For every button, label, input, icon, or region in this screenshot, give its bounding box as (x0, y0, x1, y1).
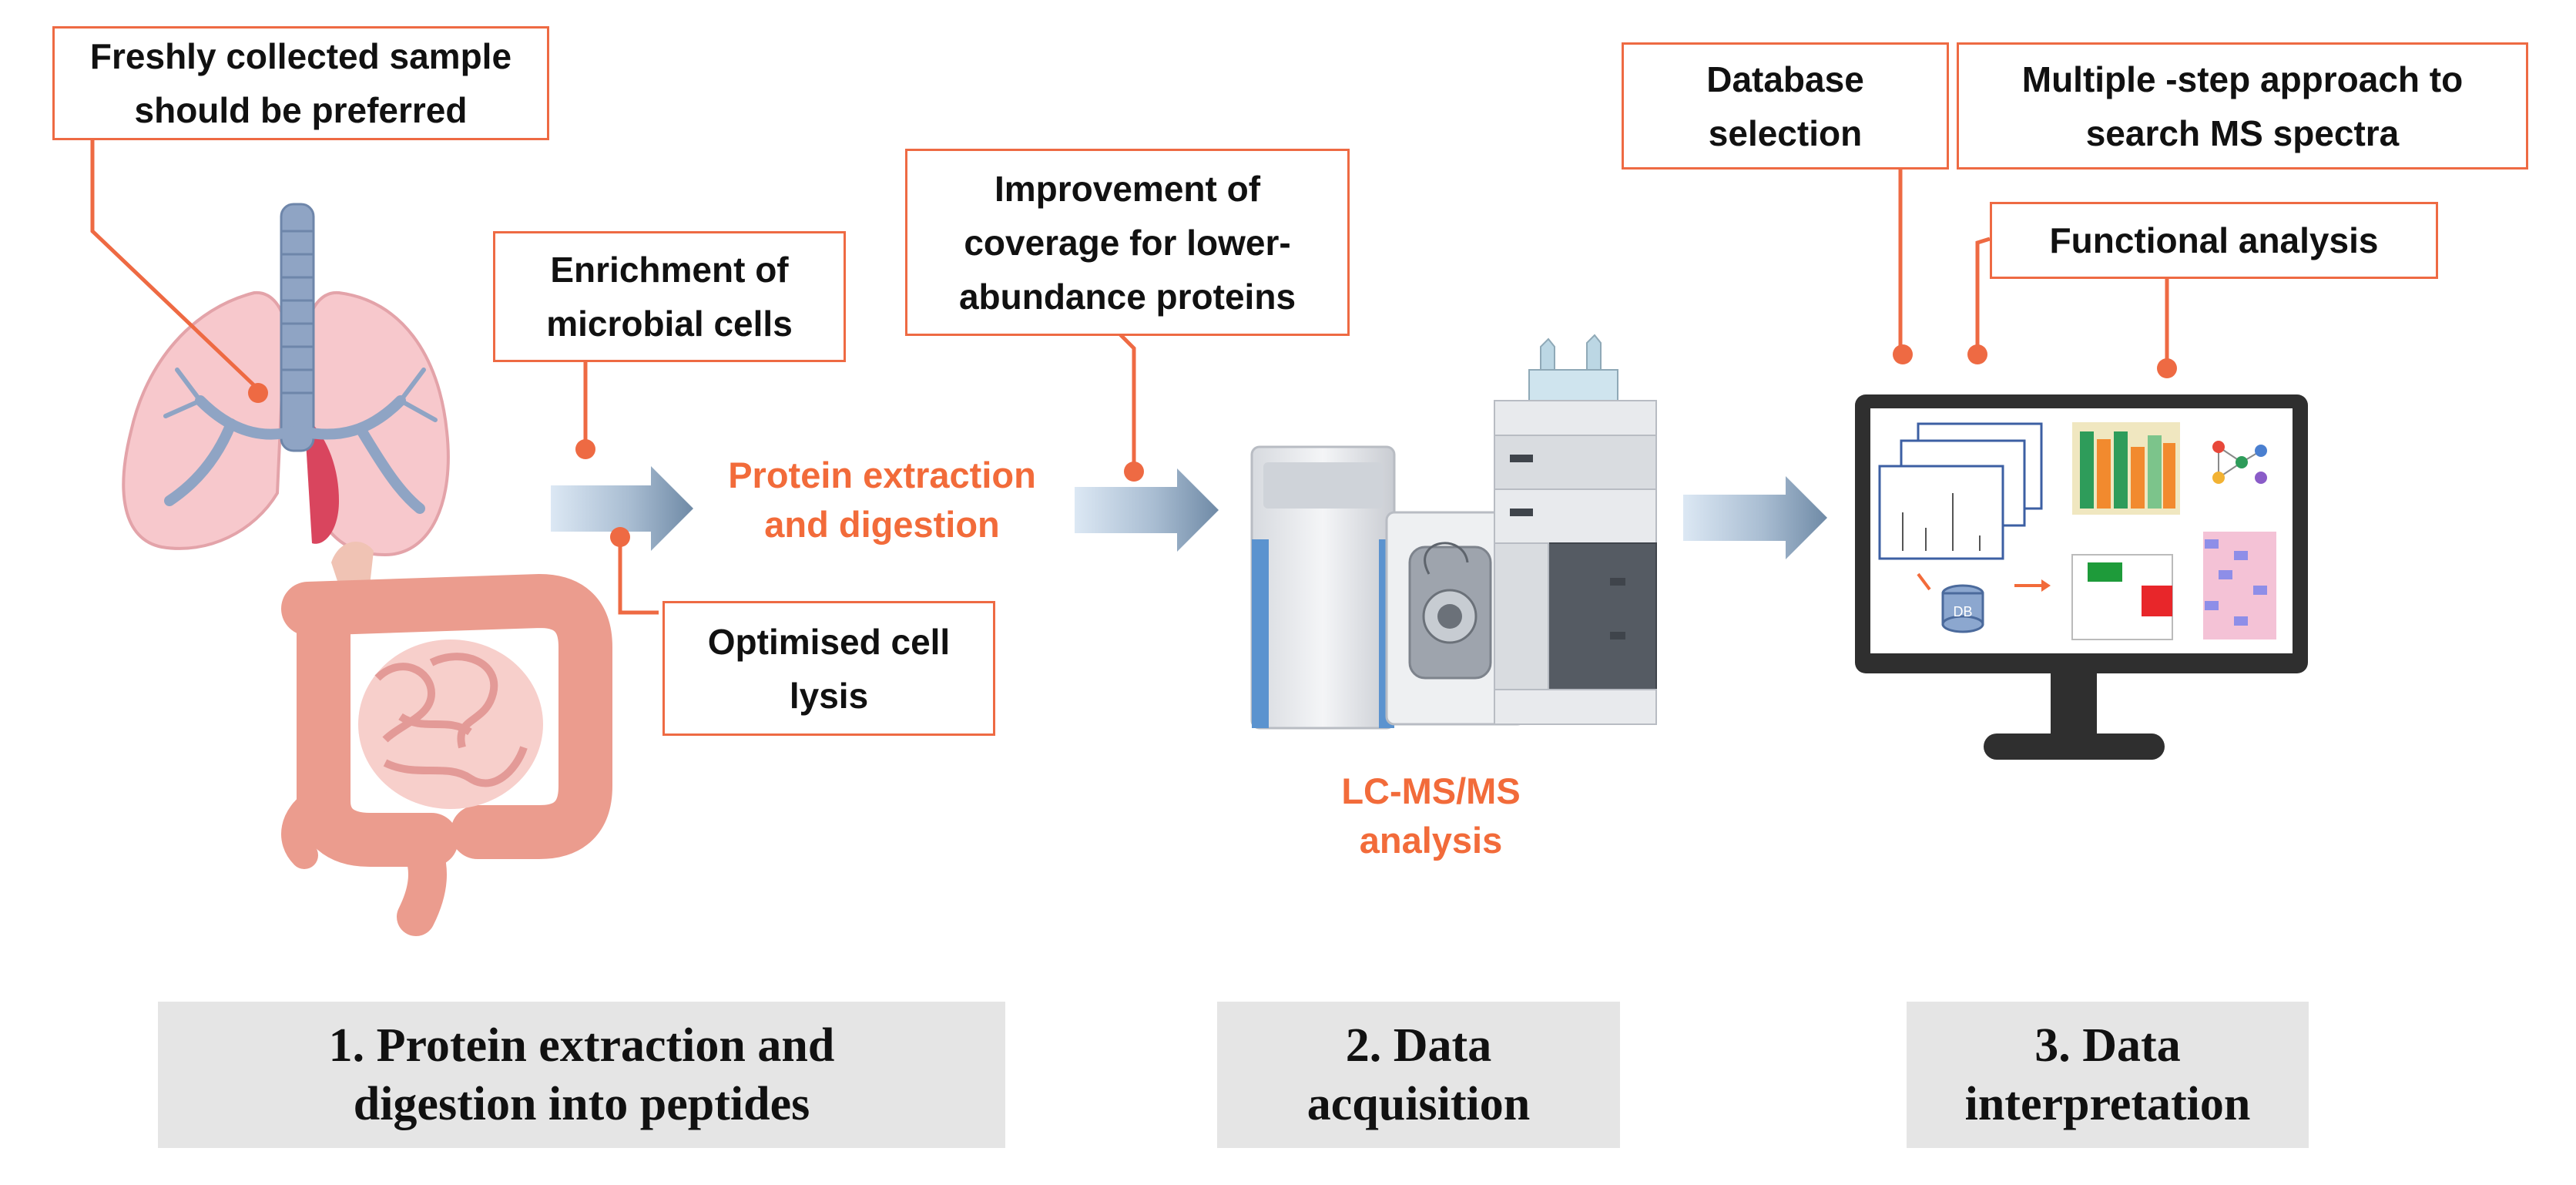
callout-line: Enrichment of (550, 250, 789, 290)
label-protein-extraction: Protein extraction and digestion (689, 451, 1075, 549)
step-line: 3. Data (2034, 1019, 2181, 1072)
step-box-1: 1. Protein extraction and digestion into… (158, 1002, 1005, 1148)
leader-dots (248, 344, 2177, 547)
label-line: LC-MS/MS (1341, 770, 1521, 811)
callout-line: abundance proteins (958, 276, 1296, 317)
callout-line: search MS spectra (2085, 112, 2400, 153)
arrow-1 (551, 466, 693, 551)
callout-database: Database selection (1622, 42, 1949, 170)
callout-functional: Functional analysis (1990, 202, 2438, 279)
step-line: 2. Data (1345, 1019, 1492, 1072)
callout-line: Improvement of (994, 168, 1261, 209)
callout-line: Multiple -step approach to (2021, 59, 2464, 99)
callout-optimised-lysis: Optimised cell lysis (662, 601, 995, 736)
label-line: and digestion (764, 504, 1000, 545)
callout-line: selection (1708, 112, 1863, 153)
intestine-icon (281, 542, 612, 936)
step-line: 1. Protein extraction and (328, 1019, 835, 1072)
arrow-3 (1683, 476, 1827, 559)
step-line: digestion into peptides (353, 1078, 810, 1130)
label-line: analysis (1359, 820, 1503, 861)
callout-line: lysis (789, 675, 869, 716)
label-lcms: LC-MS/MS analysis (1233, 767, 1629, 865)
label-line: Protein extraction (728, 455, 1036, 495)
lungs-icon (122, 203, 450, 557)
leader-lines (90, 140, 2169, 615)
step-box-2: 2. Data acquisition (1217, 1002, 1620, 1148)
callout-line: microbial cells (546, 304, 793, 344)
mass-spectrometer-icon (1250, 334, 1657, 730)
callout-line: Database (1706, 59, 1864, 99)
step-box-3: 3. Data interpretation (1907, 1002, 2309, 1148)
callout-line: Freshly collected sample (89, 36, 512, 76)
db-label: DB (1953, 604, 1972, 619)
callout-multistep: Multiple -step approach to search MS spe… (1957, 42, 2528, 170)
callout-coverage: Improvement of coverage for lower- abund… (905, 149, 1350, 336)
arrow-2 (1075, 468, 1219, 552)
step-line: interpretation (1964, 1078, 2251, 1130)
callout-enrichment: Enrichment of microbial cells (493, 231, 846, 362)
callout-line: coverage for lower- (964, 222, 1291, 263)
computer-monitor-icon: DB (1855, 394, 2308, 760)
callout-fresh-sample: Freshly collected sample should be prefe… (52, 26, 549, 140)
callout-line: Functional analysis (2049, 220, 2379, 260)
callout-line: Optimised cell (707, 621, 951, 662)
step-line: acquisition (1306, 1078, 1531, 1130)
callout-line: should be preferred (134, 90, 468, 130)
